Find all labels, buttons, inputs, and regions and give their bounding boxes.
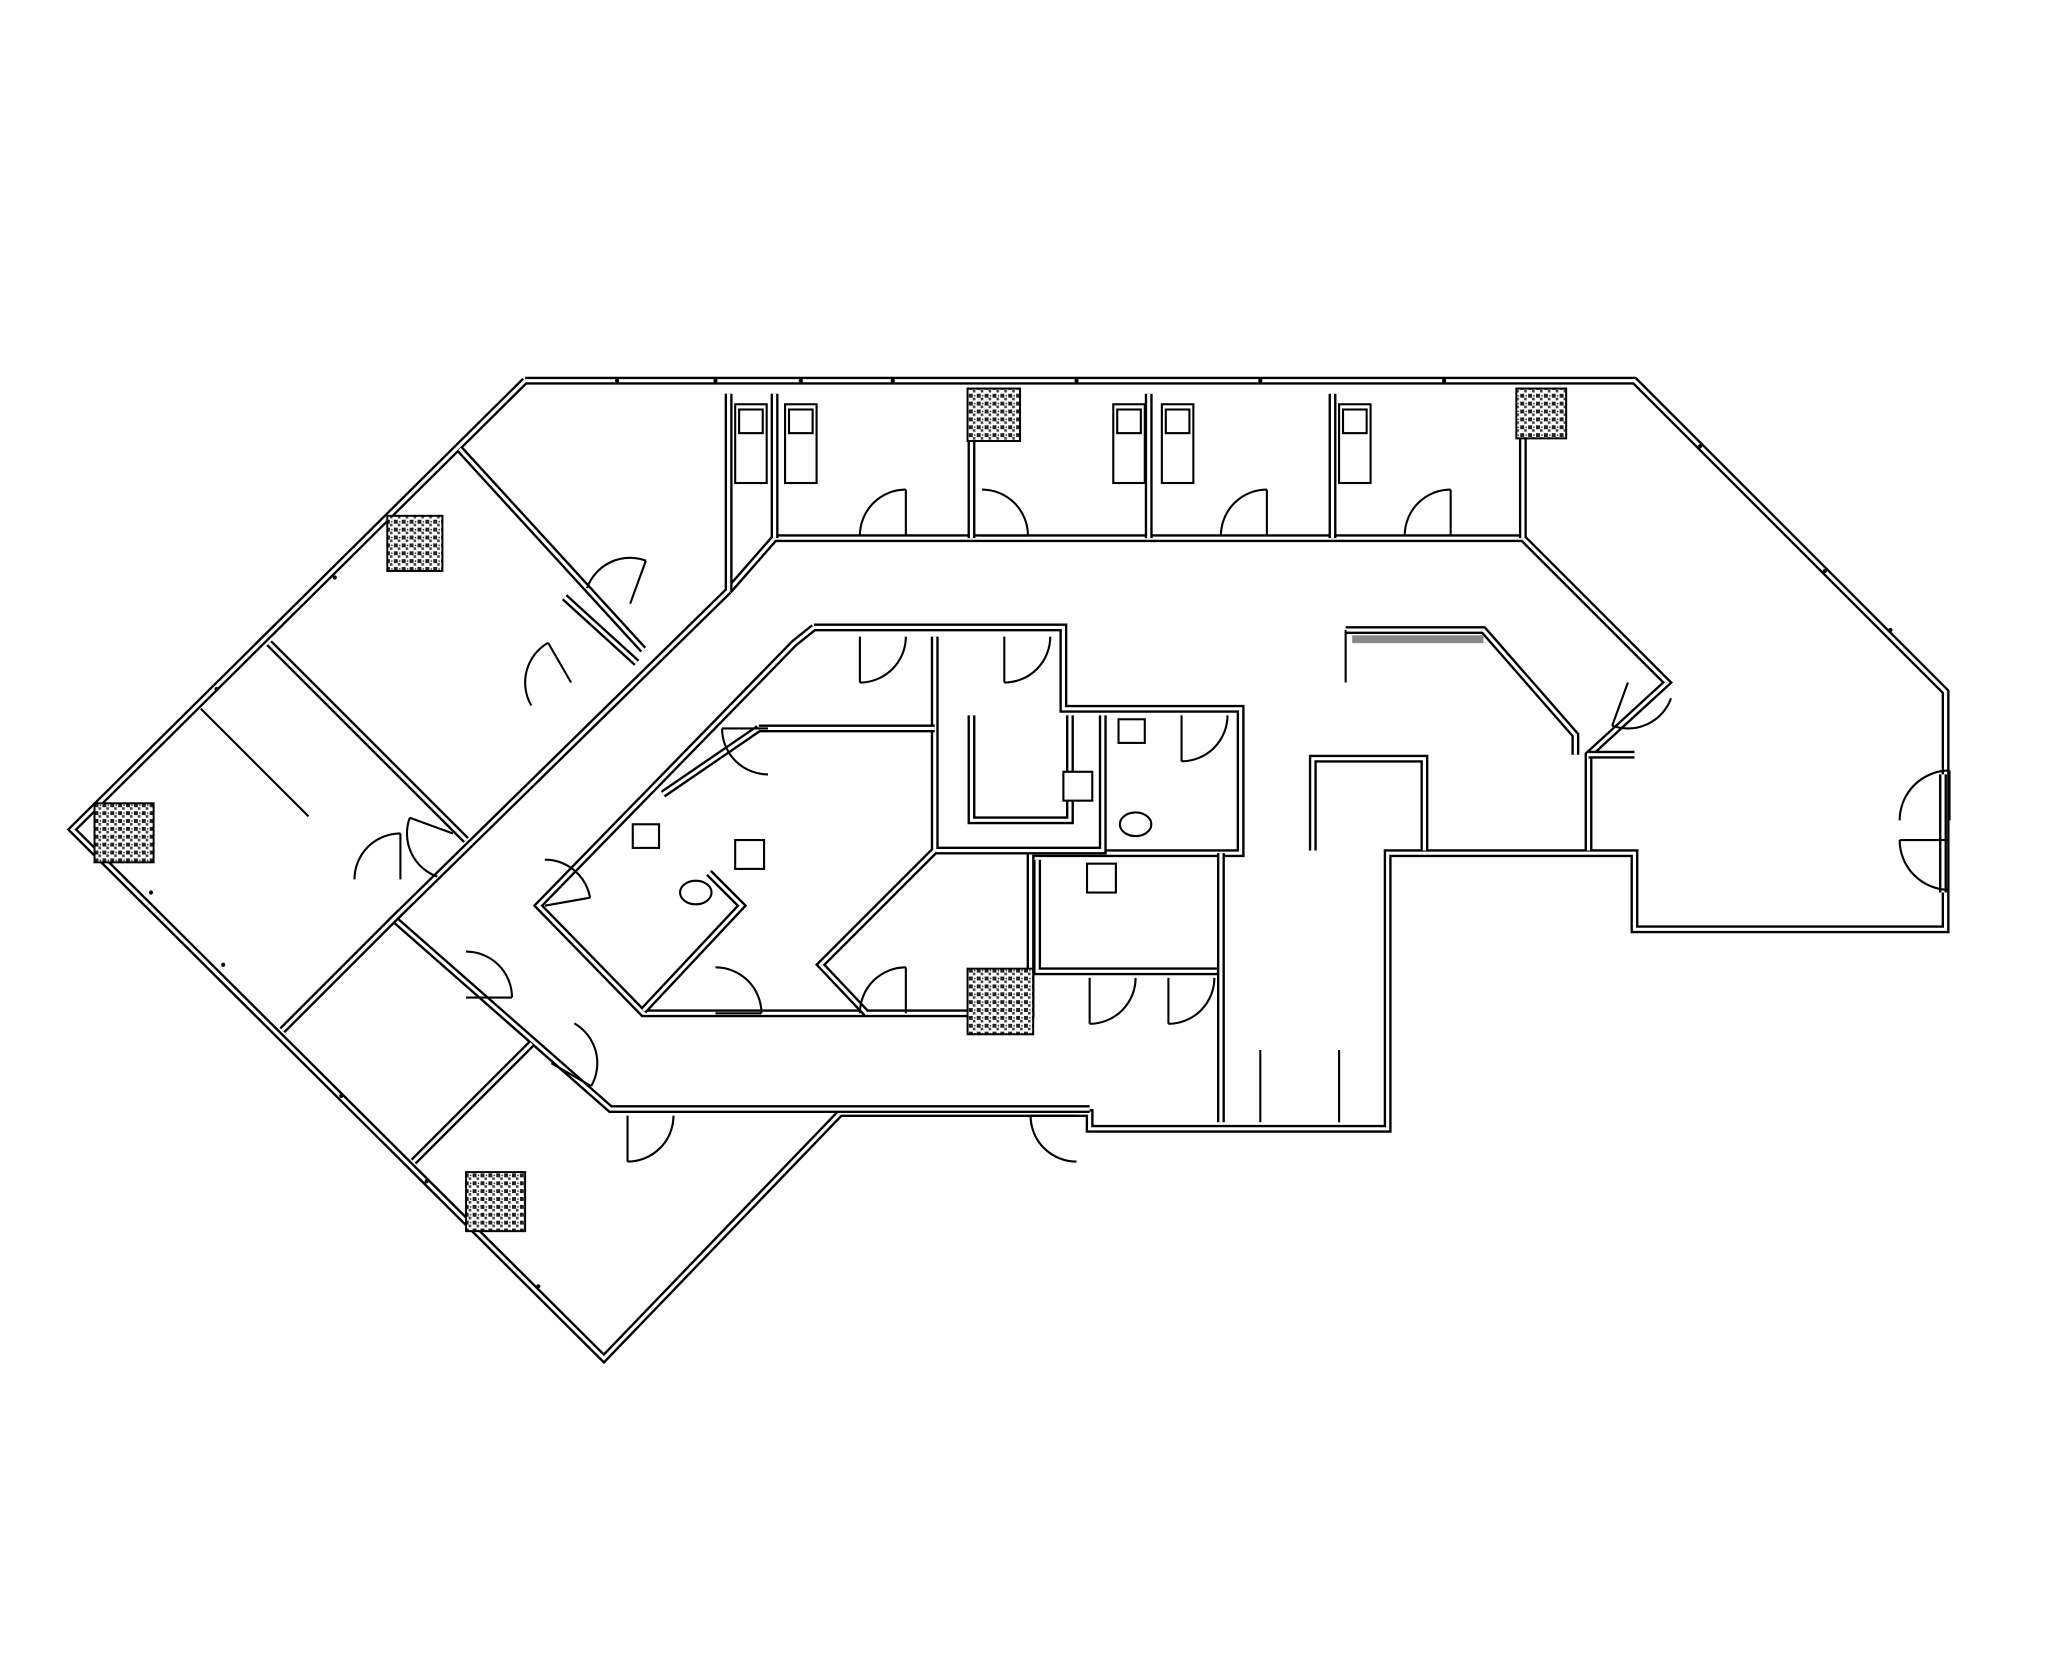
door-swing [1088, 977, 1137, 1025]
window-mullion [1442, 378, 1447, 383]
cabinet-icon [1160, 403, 1195, 485]
structural-column-icon [966, 967, 1035, 1036]
service-wall-3 [1308, 754, 1429, 851]
toilet-icon [678, 879, 713, 906]
structural-column-icon [465, 1171, 527, 1233]
structural-column-icon [93, 802, 155, 864]
sink-icon [631, 823, 661, 849]
sink-icon [1117, 718, 1146, 744]
window-mullion [1888, 627, 1893, 633]
door-swing [858, 636, 907, 684]
door-swing [858, 966, 907, 1014]
core-room-inner [967, 715, 1074, 825]
door-swing [1898, 838, 1950, 891]
cabinet-icon [1112, 403, 1146, 485]
window-mullion [221, 962, 226, 967]
door-swing [524, 641, 572, 707]
toilet-icon [1118, 811, 1153, 838]
doors [353, 488, 1951, 1163]
partitions [148, 378, 1893, 1289]
door-swing [405, 816, 454, 878]
exterior-wall [66, 376, 1950, 1365]
corridor-wall-top [725, 534, 1673, 851]
service-wall-1 [1033, 859, 1221, 976]
corridor-wall-left [388, 587, 1090, 1114]
window-mullion [1822, 568, 1827, 574]
reception-counter [1352, 635, 1484, 644]
window-mullion [536, 1284, 541, 1289]
door-swing [1403, 488, 1452, 536]
door-swing [1180, 715, 1229, 763]
core-partition-d [640, 870, 748, 1014]
window-mullion [713, 378, 718, 383]
structural-column-icon [1515, 387, 1568, 440]
window-mullion [332, 575, 337, 580]
left-room-wall-1 [456, 446, 647, 653]
columns [93, 387, 1568, 1233]
door-swing [626, 1115, 675, 1163]
door-swing [715, 966, 763, 1015]
appliance-icon [1085, 862, 1117, 894]
window-mullion [214, 686, 219, 692]
window-mullion [614, 378, 620, 383]
door-swing [858, 488, 907, 536]
door-swing [550, 1022, 599, 1088]
door-swing [1219, 488, 1268, 536]
appliance-icon [1062, 770, 1094, 802]
door-swing [585, 556, 647, 605]
reception-desk [1345, 626, 1580, 755]
core-partition-c [815, 847, 938, 1016]
window-mullion [148, 890, 154, 895]
partition-left-1 [200, 708, 310, 818]
core-partition-b [660, 725, 762, 798]
fixtures [631, 403, 1484, 906]
left-room-wall-2 [266, 640, 469, 843]
cabinet-icon [1338, 403, 1372, 485]
window-mullion [890, 378, 895, 383]
core-room-wall [930, 636, 1107, 855]
door-swing [981, 488, 1029, 537]
cabinet-icon [784, 403, 818, 485]
appliance-icon [734, 838, 766, 870]
window-mullion [1074, 378, 1079, 383]
left-room-wall-5 [561, 594, 640, 666]
window-mullion [798, 378, 803, 383]
door-swing [466, 950, 514, 999]
left-room-wall-4 [410, 1040, 535, 1165]
door-swing [544, 858, 592, 907]
left-room-wall-3 [279, 909, 404, 1034]
window-mullion [424, 1179, 429, 1184]
structural-column-icon [386, 514, 444, 572]
door-swing [1167, 977, 1216, 1025]
door-swing [1029, 1114, 1077, 1163]
walls [66, 376, 1950, 1365]
window-mullion [1258, 378, 1263, 383]
door-swing [1611, 682, 1673, 730]
door-swing [1898, 769, 1951, 821]
door-swing [1003, 636, 1052, 684]
window-mullion [1698, 444, 1703, 449]
window-mullion [339, 1093, 344, 1099]
structural-column-icon [966, 387, 1022, 443]
door-swing [353, 832, 402, 880]
cabinet-icon [734, 403, 768, 485]
door-swing [721, 727, 769, 776]
